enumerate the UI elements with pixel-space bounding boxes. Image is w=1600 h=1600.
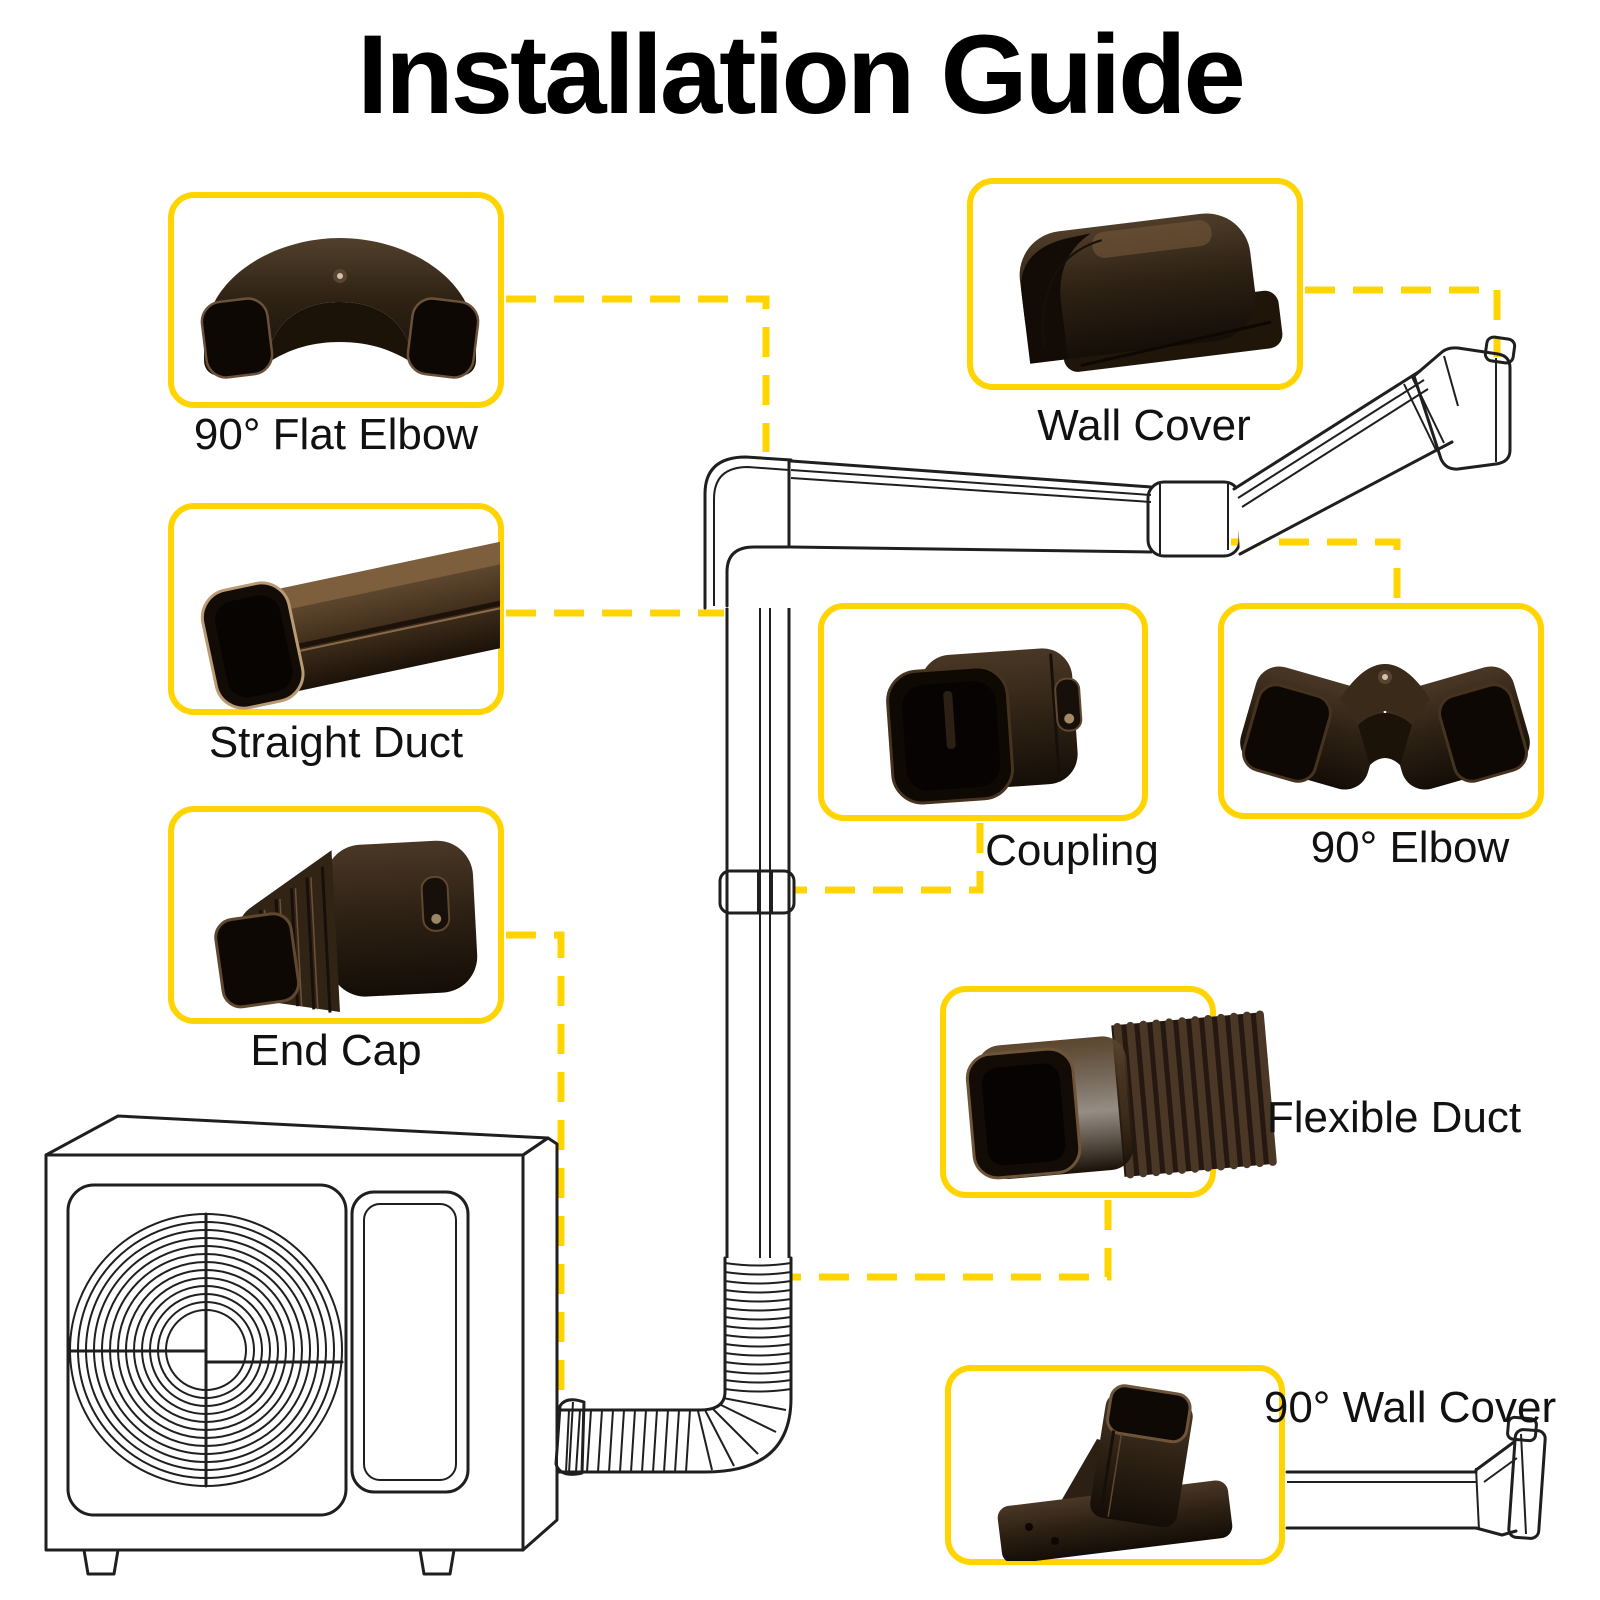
callout-wall-cover-90 [945, 1365, 1285, 1565]
label-straight-duct: Straight Duct [208, 718, 464, 767]
connector-elbow-90 [1231, 538, 1401, 601]
straight-duct-product-illustration [200, 538, 500, 710]
label-flexible-duct: Flexible Duct [1266, 1093, 1522, 1142]
connector-wall-cover [1305, 286, 1501, 357]
connector-lines [506, 286, 1501, 1390]
connector-end-cap [506, 931, 565, 1390]
connector-flat-elbow [506, 295, 770, 452]
wall-cover-drawing [1412, 335, 1517, 471]
connector-flexible-duct [788, 1200, 1112, 1281]
label-coupling: Coupling [985, 826, 1159, 875]
page-title: Installation Guide [357, 12, 1246, 137]
end-cap-fitting-drawing [554, 1398, 586, 1476]
callout-elbow-90 [1218, 603, 1544, 819]
elbow-90-product-illustration [1240, 664, 1530, 790]
callout-straight-duct [168, 503, 504, 715]
flat-elbow-drawing [703, 455, 793, 610]
callout-flexible-duct [940, 986, 1277, 1198]
label-elbow-90: 90° Elbow [1310, 823, 1510, 872]
label-flat-elbow: 90° Flat Elbow [193, 410, 479, 459]
label-wall-cover: Wall Cover [1037, 401, 1251, 450]
corner-elbow-drawing [1146, 480, 1242, 558]
flexible-duct-product-illustration [965, 1010, 1277, 1180]
callout-coupling [818, 603, 1148, 821]
wall-cover-90-drawing [1285, 1415, 1547, 1540]
outdoor-unit-drawing [44, 1114, 559, 1576]
connector-coupling [794, 823, 984, 894]
end-cap-product-illustration [214, 840, 478, 1013]
duct-run-drawing [554, 335, 1547, 1540]
wall-cover-90-product-illustration [997, 1384, 1233, 1561]
fan-grille [68, 1212, 344, 1488]
flat-elbow-product-illustration [200, 238, 480, 379]
label-end-cap: End Cap [250, 1026, 422, 1075]
callout-flat-elbow [168, 192, 504, 408]
callout-end-cap [168, 806, 504, 1024]
coupling-product-illustration [886, 648, 1083, 805]
wall-cover-product-illustration [1019, 213, 1283, 372]
flexible-duct-drawing [554, 1256, 793, 1476]
callout-wall-cover [967, 178, 1303, 390]
label-wall-cover-90: 90° Wall Cover [1263, 1383, 1557, 1432]
